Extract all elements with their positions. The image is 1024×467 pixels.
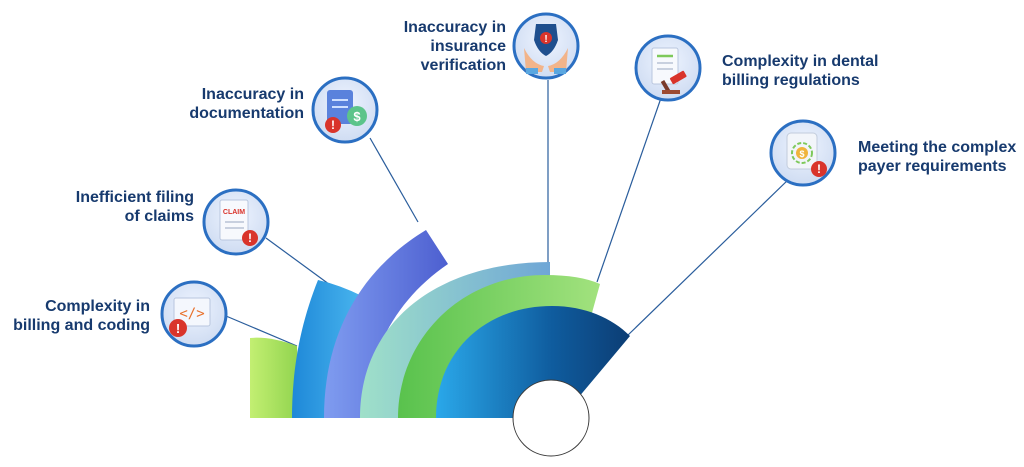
label-documentation: Inaccuracy in documentation: [172, 85, 304, 123]
label-line: documentation: [189, 105, 304, 122]
band-2: [292, 280, 362, 418]
connector-line: [369, 137, 419, 223]
label-line: Inefficient filing: [75, 189, 194, 206]
label-line: payer requirements: [858, 158, 1007, 175]
label-line: billing regulations: [722, 72, 860, 89]
connector-line: [596, 97, 662, 283]
band-1: [250, 337, 300, 418]
label-line: Meeting the complex: [858, 139, 1017, 156]
label-line: verification: [420, 57, 506, 74]
label-line: insurance: [430, 38, 506, 55]
label-line: of claims: [124, 208, 194, 225]
label-line: Inaccuracy in: [403, 19, 506, 36]
band-6: [436, 306, 630, 418]
document-dollar-icon: $ !: [311, 76, 379, 144]
svg-text:!: !: [817, 162, 821, 176]
svg-text:!: !: [331, 118, 335, 132]
label-insurance-verification: Inaccuracy in insurance verification: [388, 18, 506, 75]
svg-text:!: !: [544, 34, 547, 45]
svg-text:$: $: [353, 109, 361, 124]
label-line: Complexity in dental: [722, 53, 879, 70]
svg-text:!: !: [248, 231, 252, 245]
label-line: Inaccuracy in: [201, 86, 304, 103]
gavel-document-icon: [634, 34, 702, 102]
claim-document-icon: CLAIM !: [202, 188, 270, 256]
band-3: [324, 230, 448, 418]
label-dental-regulations: Complexity in dental billing regulations: [722, 52, 922, 90]
code-document-icon: </> !: [160, 280, 228, 348]
center-circle: [512, 379, 590, 457]
shield-hands-icon: !: [512, 12, 580, 80]
svg-text:$: $: [799, 149, 804, 159]
connector-line: [626, 177, 791, 337]
svg-text:</>: </>: [179, 306, 204, 322]
connector-line: [265, 237, 338, 291]
dollar-scroll-icon: $ !: [769, 119, 837, 187]
connector-line: [225, 315, 298, 347]
label-line: Complexity in: [45, 298, 150, 315]
svg-text:!: !: [176, 321, 180, 336]
label-payer-requirements: Meeting the complex payer requirements: [858, 138, 1020, 176]
svg-text:CLAIM: CLAIM: [223, 209, 245, 216]
label-line: billing and coding: [13, 317, 150, 334]
label-filing-claims: Inefficient filing of claims: [52, 188, 194, 226]
label-billing-coding: Complexity in billing and coding: [8, 297, 150, 335]
